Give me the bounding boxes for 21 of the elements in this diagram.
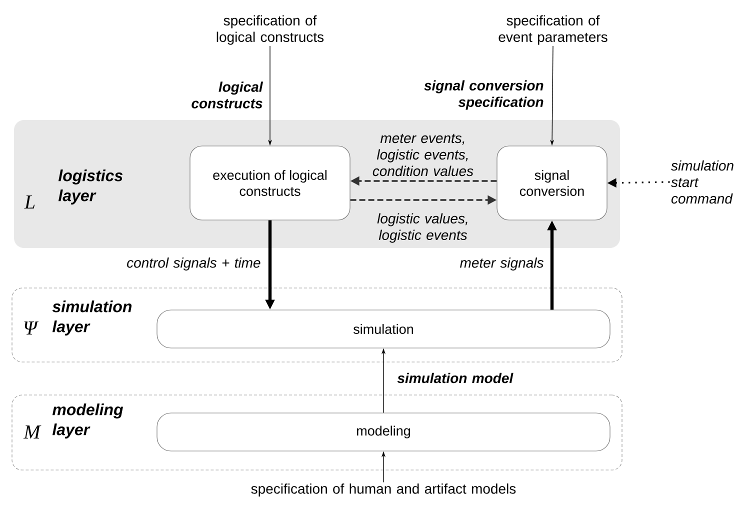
input-text: simulation start command xyxy=(671,160,734,204)
layer-symbol: Ψ xyxy=(24,321,39,335)
process-box: modeling xyxy=(156,412,610,452)
input-text: specification of human and artifact models xyxy=(251,483,516,497)
process-box: signal conversion xyxy=(496,146,608,220)
layer-title: logistics layer xyxy=(58,170,123,204)
edge-label: logistic values, logistic events xyxy=(377,213,468,243)
edge-label: simulation model xyxy=(397,372,514,384)
process-box: execution of logical constructs xyxy=(190,146,350,220)
layer-title: simulation layer xyxy=(52,300,132,336)
edge-label: meter events, logistic events, condition values xyxy=(372,134,474,176)
layer-title: modeling layer xyxy=(52,404,124,438)
edge-label: logical constructs xyxy=(192,82,264,108)
edge-label: control signals + time xyxy=(127,257,260,271)
input-text: specification of logical constructs xyxy=(216,15,324,45)
input-text: specification of event parameters xyxy=(498,15,608,45)
process-box: simulation xyxy=(156,310,610,348)
edge-label: meter signals xyxy=(460,257,544,271)
edge-label: signal conversion specification xyxy=(424,80,544,110)
layer-symbol: L xyxy=(24,195,35,209)
layer-symbol: M xyxy=(23,425,42,439)
